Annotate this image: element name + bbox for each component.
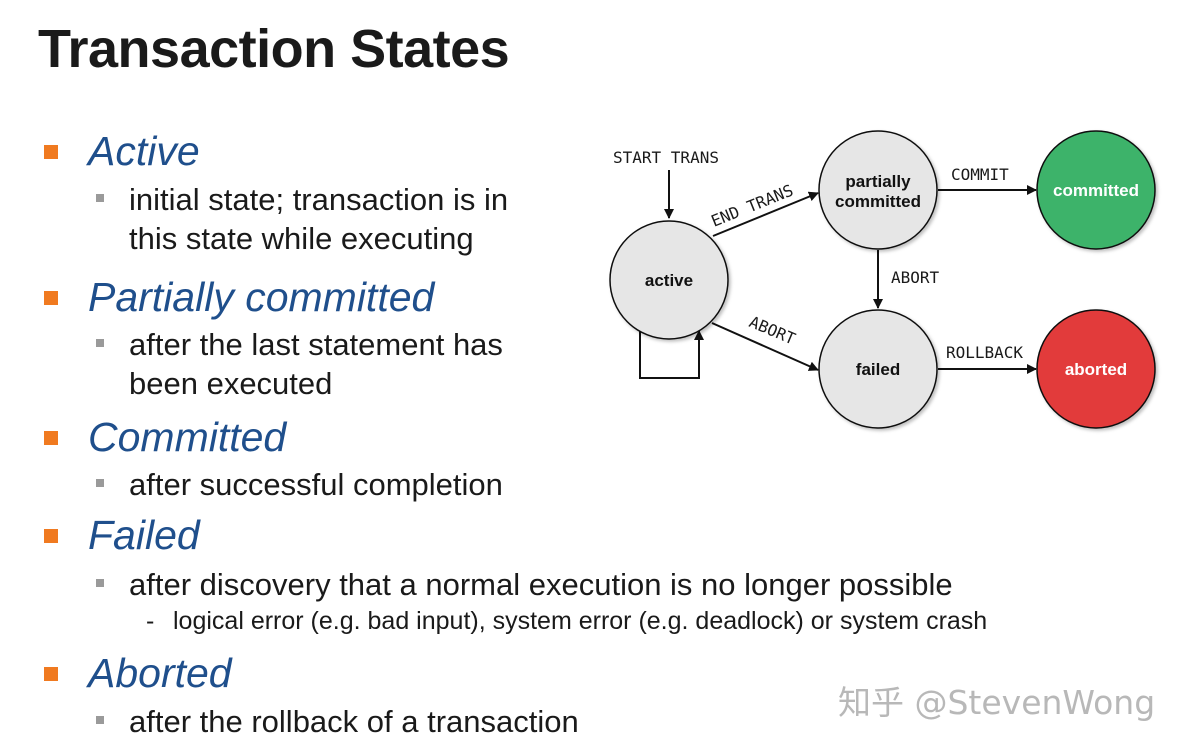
desc-text: been executed <box>129 366 333 401</box>
state-label: Active <box>88 128 200 174</box>
orange-bullet-icon <box>44 145 58 159</box>
edge-end-trans <box>712 191 819 237</box>
orange-bullet-icon <box>44 529 58 543</box>
state-label: Committed <box>88 414 287 460</box>
gray-bullet-icon <box>96 716 104 724</box>
edge-label-abort-active: ABORT <box>746 312 798 348</box>
desc-text: initial state; transaction is in <box>129 182 509 217</box>
desc-text: after discovery that a normal execution … <box>129 567 953 602</box>
gray-bullet-icon <box>96 194 104 202</box>
node-label-aborted: aborted <box>1065 360 1127 379</box>
node-label-committed: committed <box>1053 181 1139 200</box>
edge-self-loop <box>639 330 704 379</box>
node-active <box>609 220 729 340</box>
desc-text: this state while executing <box>129 221 474 256</box>
edge-label-rollback: ROLLBACK <box>946 343 1023 362</box>
node-label-partially: partially <box>845 172 911 191</box>
edge-label-abort-partial: ABORT <box>891 268 940 287</box>
orange-bullet-icon <box>44 431 58 445</box>
detail-text: logical error (e.g. bad input), system e… <box>173 607 988 635</box>
node-aborted <box>1036 309 1156 429</box>
node-label-failed: failed <box>856 360 900 379</box>
orange-bullet-icon <box>44 667 58 681</box>
edge-abort-active <box>711 322 819 371</box>
node-committed <box>1036 130 1156 250</box>
node-partially-committed <box>818 130 938 250</box>
edge-label-end-trans: END TRANS <box>708 181 796 231</box>
page-title: Transaction States <box>38 19 510 79</box>
state-label: Failed <box>88 512 200 558</box>
edge-label-start-trans: START TRANS <box>613 148 719 167</box>
desc-text: after the rollback of a transaction <box>129 704 579 739</box>
dash-bullet-icon: - <box>146 607 155 635</box>
gray-bullet-icon <box>96 479 104 487</box>
watermark: 知乎 @StevenWong <box>838 683 1156 722</box>
node-failed <box>818 309 938 429</box>
node-label-active: active <box>645 271 693 290</box>
gray-bullet-icon <box>96 579 104 587</box>
node-label-partially-committed: committed <box>835 192 921 211</box>
orange-bullet-icon <box>44 291 58 305</box>
desc-text: after the last statement has <box>129 327 503 362</box>
state-label: Partially committed <box>88 274 435 320</box>
desc-text: after successful completion <box>129 467 503 502</box>
state-label: Aborted <box>88 650 232 696</box>
edge-label-commit: COMMIT <box>951 165 1009 184</box>
gray-bullet-icon <box>96 339 104 347</box>
